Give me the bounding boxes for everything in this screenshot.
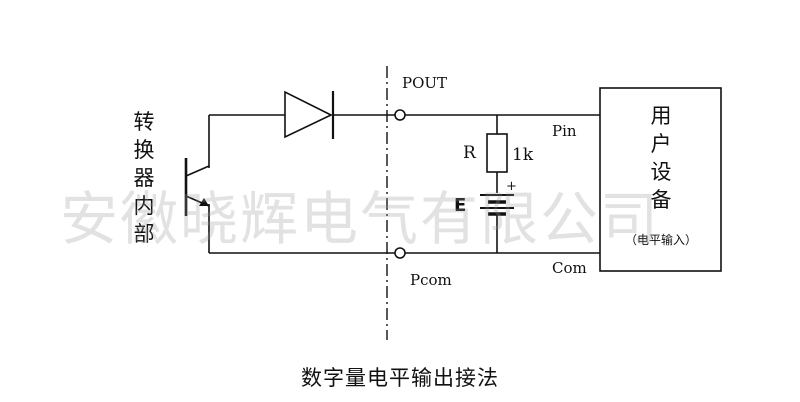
resistor-body	[486, 133, 508, 173]
battery-name-label: E	[454, 195, 467, 216]
transistor-collector-leg	[185, 165, 210, 177]
resistor-value-label: 1k	[512, 145, 534, 165]
pout-terminal	[394, 109, 406, 121]
transistor-emitter-arrow	[199, 198, 209, 206]
diode-body	[284, 90, 333, 139]
pcom-label: Pcom	[410, 271, 452, 289]
com-label: Com	[552, 259, 587, 277]
pcom-terminal	[394, 247, 406, 259]
battery-polarity-label: +	[506, 179, 517, 194]
converter-label: 转换器内部	[133, 110, 155, 246]
device-title: 用户设备	[650, 104, 672, 212]
resistor-name-label: R	[463, 143, 476, 163]
diagram-caption: 数字量电平输出接法	[301, 366, 499, 390]
pout-label: POUT	[402, 74, 448, 92]
user-device-box	[599, 87, 722, 272]
device-subtitle: （电平输入）	[624, 233, 697, 247]
pin-label: Pin	[552, 122, 577, 140]
